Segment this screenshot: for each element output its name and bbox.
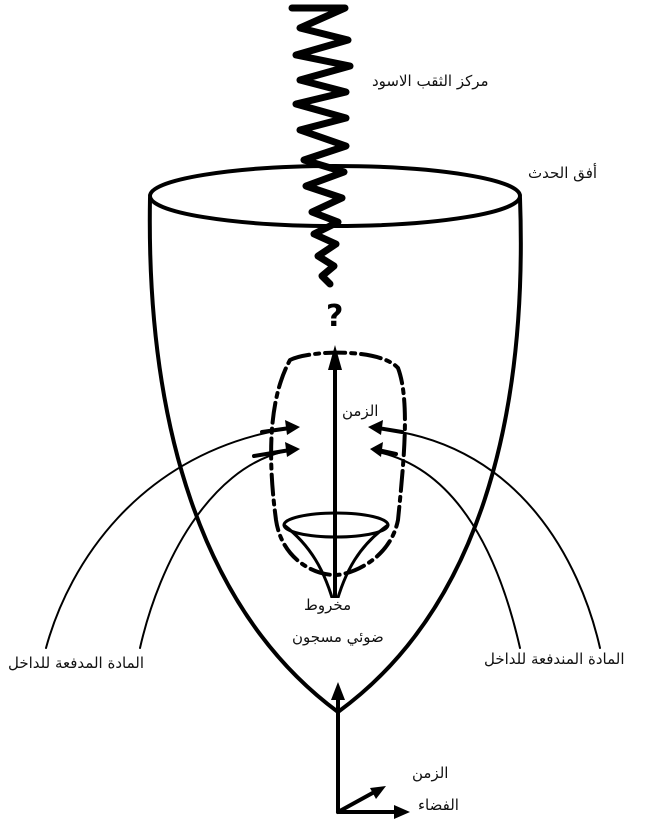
matter-curve-left-outer xyxy=(46,432,270,648)
trapped-region-outline xyxy=(271,353,405,575)
outer-diagonal-axis xyxy=(338,790,378,812)
event-horizon-label: أفق الحدث xyxy=(528,166,597,181)
matter-arrowhead-left-top xyxy=(285,420,300,435)
singularity-squiggle xyxy=(292,8,350,284)
matter-arrowhead-right-top xyxy=(368,420,383,435)
matter-right-label: المادة المندفعة للداخل xyxy=(484,652,625,667)
light-cone-label-line1: مخروط xyxy=(302,598,353,613)
outer-time-arrowhead xyxy=(331,682,345,700)
inner-time-arrowhead xyxy=(328,345,342,370)
question-mark-glyph: ? xyxy=(326,299,343,334)
matter-left-label: المادة المدفعة للداخل xyxy=(8,656,144,671)
matter-arrowhead-right-bottom xyxy=(370,442,383,457)
inner-time-label: الزمن xyxy=(340,404,380,419)
matter-curve-right-inner xyxy=(378,452,520,648)
matter-arrow-left-top xyxy=(262,428,290,432)
outer-space-arrowhead xyxy=(394,805,410,819)
matter-arrowhead-left-bottom xyxy=(285,442,300,457)
light-cone-label-line2: ضوئي مسجون xyxy=(290,630,386,645)
outer-time-label: الزمن xyxy=(412,766,448,781)
singularity-label: مركز الثقب الاسود xyxy=(372,74,489,89)
outer-space-label: الفضاء xyxy=(418,798,459,813)
